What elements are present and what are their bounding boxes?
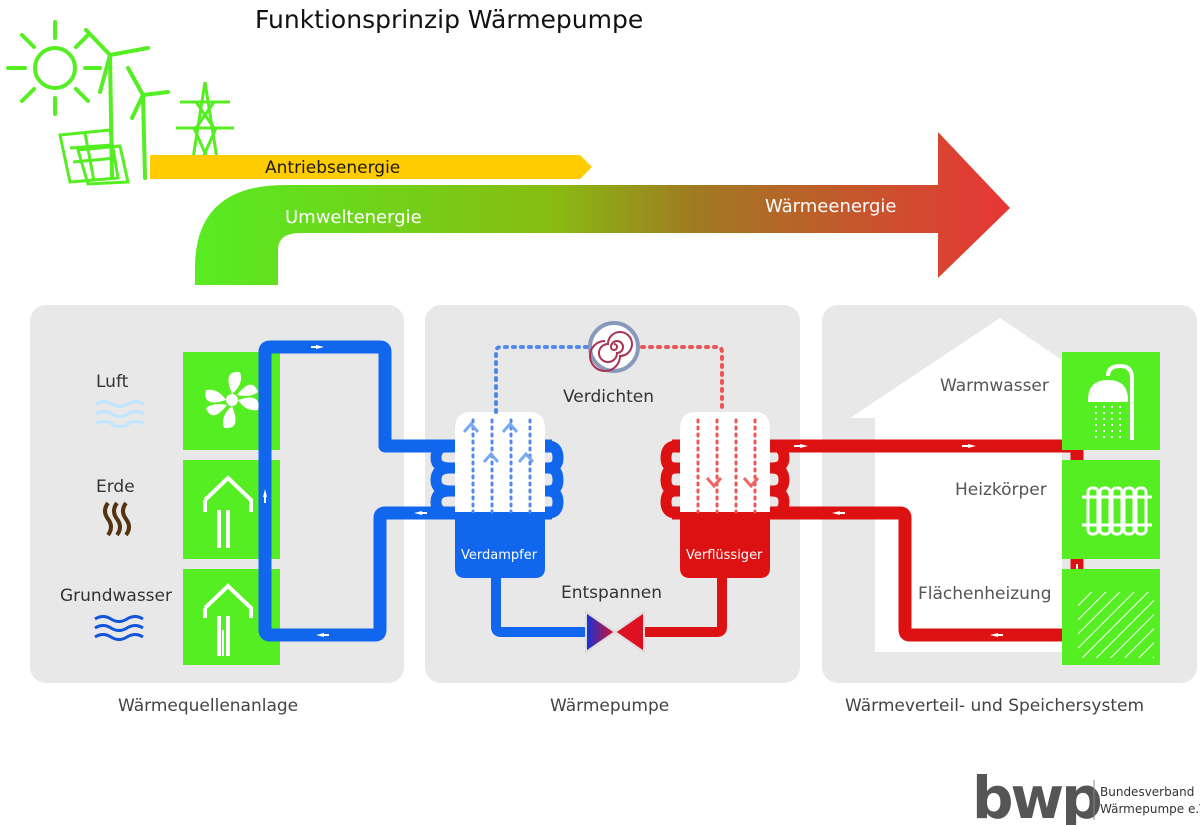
evaporator-box [455,512,545,578]
drive-energy-arrow [150,155,592,179]
water-waves-icon [94,615,144,641]
condenser-label: Verflüssiger [686,548,763,563]
condenser-chevrons [705,477,760,489]
groundwater-well-icon [203,583,253,656]
evaporator-label: Verdampfer [461,548,538,563]
source-loop-pipe [258,340,552,642]
air-waves-icon [95,400,145,428]
logo-line-2: Wärmepumpe e.V. [1100,802,1200,816]
energy-flow-arrow [195,132,1010,285]
source-label-earth: Erde [96,477,135,497]
liquid-line-blue [491,578,588,637]
heat-source-caption: Wärmequellenanlage [118,696,298,716]
source-label-air: Luft [96,372,129,392]
floor-heating-icon [1078,592,1154,658]
condenser-vapor-dots [696,418,757,514]
bwp-logo: bwp Bundesverband Wärmepumpe e.V. [972,764,1200,825]
dist-label-hot-water: Warmwasser [940,376,1049,396]
sun-icon [6,20,102,116]
shower-icon [1087,363,1134,440]
solar-panel-icon [58,128,130,186]
fan-icon [205,371,259,429]
condenser-top [680,412,770,512]
expansion-valve-icon [585,610,645,654]
evaporator-chevrons [462,421,535,463]
logo-line-1: Bundesverband [1100,785,1194,799]
expand-label: Entspannen [561,583,662,603]
page-title: Funktionsprinzip Wärmepumpe [255,5,643,34]
compressor-icon [588,321,640,373]
compress-label: Verdichten [563,387,654,407]
heat-pump-caption: Wärmepumpe [550,696,669,716]
suction-vapor-line [494,345,590,414]
source-label-groundwater: Grundwasser [60,586,172,606]
wind-turbine-icon [84,28,170,180]
drive-energy-label: Antriebsenergie [265,158,400,178]
heat-pump-panel [425,305,800,683]
radiator-icon [1082,486,1152,536]
liquid-line-red [642,578,727,637]
evaporator-vapor-dots [471,418,532,514]
dist-label-floor: Flächenheizung [918,584,1052,604]
distribution-caption: Wärmeverteil- und Speichersystem [845,696,1144,716]
heat-energy-label: Wärmeenergie [765,196,897,217]
ground-probe-icon [203,475,253,548]
environmental-energy-label: Umweltenergie [285,207,422,228]
dist-label-radiator: Heizkörper [955,480,1047,500]
evaporator-top [455,412,545,512]
condenser-box [680,512,770,578]
discharge-vapor-line [640,345,724,414]
logo-mark: bwp [972,764,1100,825]
flow-arrows [263,345,1079,637]
earth-waves-icon [103,501,131,537]
